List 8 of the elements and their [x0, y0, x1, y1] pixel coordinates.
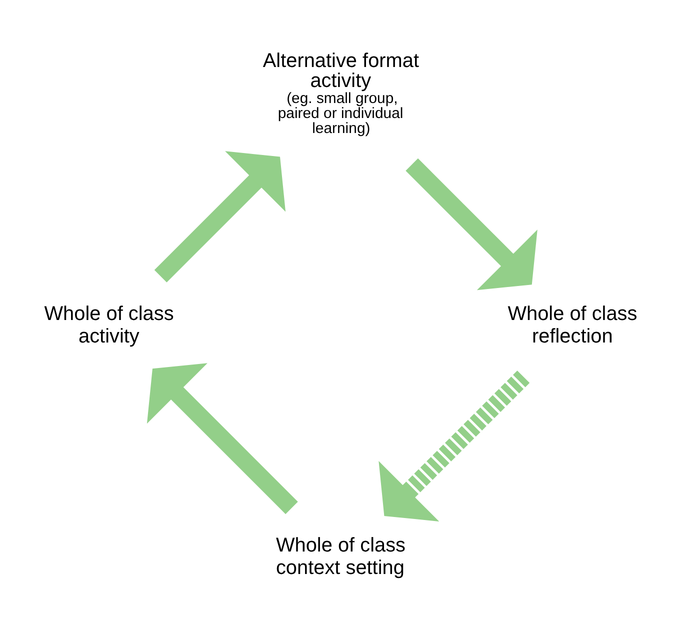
arrow	[406, 158, 538, 290]
node-text: Whole of class context setting	[276, 534, 406, 579]
arrow	[378, 370, 530, 521]
arrow	[154, 150, 286, 282]
node-text: Alternative format activity (eg. small group, paired or individual learning)	[262, 50, 420, 136]
node-text: Whole of class reflection	[508, 302, 638, 347]
node-text: Whole of class activity	[44, 302, 174, 347]
arrow	[146, 362, 298, 514]
